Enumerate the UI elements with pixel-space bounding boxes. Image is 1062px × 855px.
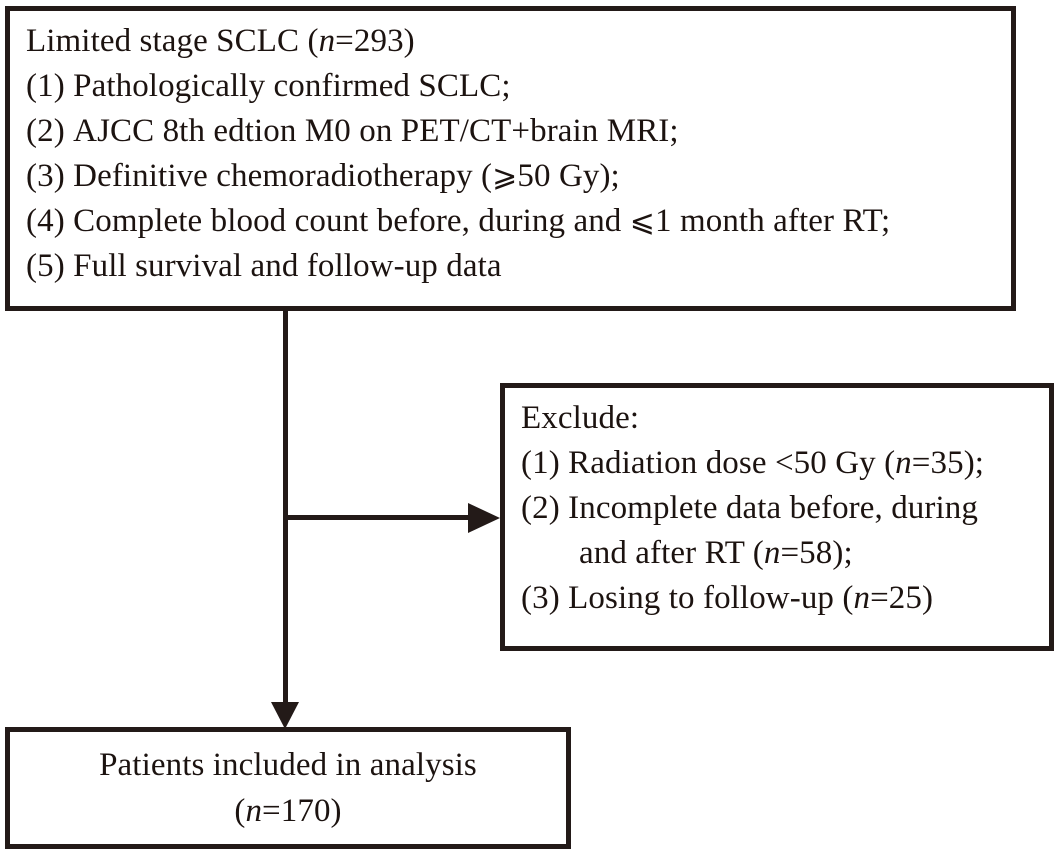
criterion-marker-5: (5) bbox=[26, 248, 65, 284]
less-equal-symbol: ⩽ bbox=[629, 204, 656, 239]
exclude-marker-2: (2) bbox=[521, 490, 560, 526]
horizontal-branch-connector bbox=[283, 515, 471, 520]
criterion-marker-4: (4) bbox=[26, 203, 65, 239]
included-line-2: (n=170) bbox=[10, 788, 566, 834]
enrollment-criteria-box: Limited stage SCLC (n=293) (1) Pathologi… bbox=[5, 6, 1016, 311]
italic-n: n bbox=[318, 23, 336, 59]
included-paren-open: ( bbox=[234, 793, 246, 829]
exclude-marker-3: (3) bbox=[521, 580, 560, 616]
enrollment-title-text: Limited stage SCLC ( bbox=[26, 23, 319, 59]
arrowhead-down-icon bbox=[271, 702, 299, 729]
exclude-heading: Exclude: bbox=[521, 400, 640, 436]
exclude-text-1a: Radiation dose <50 Gy ( bbox=[568, 445, 896, 481]
exclude-item-2-continued: and after RT (n=58); bbox=[521, 531, 1039, 576]
enrollment-criterion-1: (1) Pathologically confirmed SCLC; bbox=[26, 64, 997, 109]
enrollment-criterion-5: (5) Full survival and follow-up data bbox=[26, 244, 997, 289]
enrollment-line-title: Limited stage SCLC (n=293) bbox=[26, 19, 997, 64]
enrollment-criterion-2: (2) AJCC 8th edtion M0 on PET/CT+brain M… bbox=[26, 109, 997, 154]
criterion-marker-1: (1) bbox=[26, 68, 65, 104]
enrollment-title-count: =293) bbox=[335, 23, 415, 59]
criterion-text-3b: 50 Gy); bbox=[517, 158, 620, 194]
greater-equal-symbol: ⩾ bbox=[492, 159, 518, 194]
criterion-text-4b: 1 month after RT; bbox=[655, 203, 891, 239]
exclude-text-2-line1: Incomplete data before, during bbox=[568, 490, 978, 526]
criterion-text-4a: Complete blood count before, during and bbox=[73, 203, 630, 239]
exclude-text-3b: =25) bbox=[870, 580, 934, 616]
included-line-1: Patients included in analysis bbox=[99, 747, 477, 783]
italic-n: n bbox=[763, 535, 781, 571]
included-patients-box: Patients included in analysis (n=170) bbox=[5, 727, 571, 849]
exclude-text-3a: Losing to follow-up ( bbox=[568, 580, 854, 616]
arrowhead-right-icon bbox=[468, 503, 500, 533]
included-count: =170) bbox=[262, 793, 342, 829]
criterion-text-3a: Definitive chemoradiotherapy ( bbox=[73, 158, 493, 194]
enrollment-criterion-4: (4) Complete blood count before, during … bbox=[26, 199, 997, 244]
criterion-text-1: Pathologically confirmed SCLC; bbox=[73, 68, 511, 104]
exclude-item-3: (3) Losing to follow-up (n=25) bbox=[521, 576, 1039, 621]
exclude-text-2b: =58); bbox=[780, 535, 853, 571]
exclude-item-2: (2) Incomplete data before, during bbox=[521, 486, 1039, 531]
exclusion-criteria-box: Exclude: (1) Radiation dose <50 Gy (n=35… bbox=[500, 383, 1054, 651]
criterion-marker-3: (3) bbox=[26, 158, 65, 194]
exclude-item-1: (1) Radiation dose <50 Gy (n=35); bbox=[521, 441, 1039, 486]
criterion-text-5: Full survival and follow-up data bbox=[73, 248, 502, 284]
italic-n: n bbox=[853, 580, 871, 616]
vertical-connector bbox=[283, 310, 288, 704]
exclude-text-1b: =35); bbox=[911, 445, 985, 481]
enrollment-criterion-3: (3) Definitive chemoradiotherapy (⩾50 Gy… bbox=[26, 154, 997, 199]
criterion-marker-2: (2) bbox=[26, 113, 65, 149]
exclude-marker-1: (1) bbox=[521, 445, 560, 481]
exclude-text-2a: and after RT ( bbox=[579, 535, 764, 571]
italic-n: n bbox=[245, 793, 263, 829]
included-text-wrapper: Patients included in analysis (n=170) bbox=[10, 742, 566, 834]
italic-n: n bbox=[895, 445, 912, 481]
criterion-text-2: AJCC 8th edtion M0 on PET/CT+brain MRI; bbox=[73, 113, 679, 149]
